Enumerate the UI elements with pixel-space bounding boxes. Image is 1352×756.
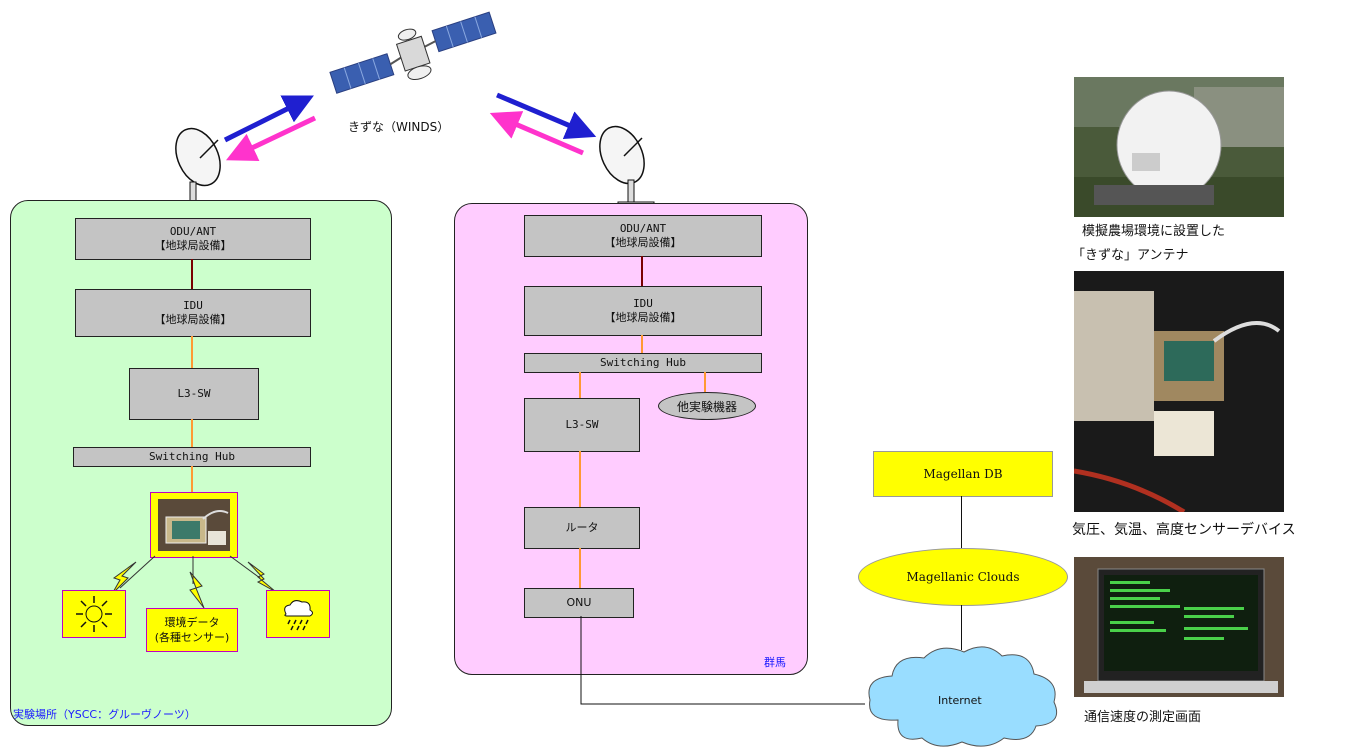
right-dish-antenna-icon xyxy=(599,125,655,208)
sun-sensor-box xyxy=(62,590,126,638)
device-link-lines xyxy=(119,555,261,589)
onu-internet-link xyxy=(580,616,865,705)
right-odu-idu-link xyxy=(641,256,643,286)
left-odu-line1: ODU/ANT xyxy=(169,225,217,238)
env-data-line2: (各種センサー) xyxy=(154,631,230,644)
sensor-caption: 気圧、気温、高度センサーデバイス xyxy=(1072,522,1296,538)
sensor-device-box xyxy=(150,492,238,558)
sensor-device-image xyxy=(158,499,230,551)
right-switching-hub-label: Switching Hub xyxy=(599,356,687,369)
right-switching-hub: Switching Hub xyxy=(524,353,762,373)
left-odu-box: ODU/ANT 【地球局設備】 xyxy=(75,218,311,260)
onu-box: ONU xyxy=(524,588,634,618)
db-clouds-link xyxy=(961,496,962,548)
uplink-arrow xyxy=(496,92,597,140)
uplink-arrow xyxy=(223,95,314,143)
right-idu-hub-link xyxy=(641,335,643,353)
left-l3sw-box: L3-SW xyxy=(129,368,259,420)
right-link-arrows xyxy=(489,92,597,156)
right-idu-line2: 【地球局設備】 xyxy=(604,311,682,324)
left-switching-hub-label: Switching Hub xyxy=(148,450,236,463)
right-l3sw-label: L3-SW xyxy=(565,418,599,431)
left-idu-l3-link xyxy=(191,336,193,368)
magellanic-clouds-label: Magellanic Clouds xyxy=(906,570,1020,584)
sensor-device-photo-image xyxy=(1074,271,1284,512)
sun-icon xyxy=(76,596,112,632)
left-l3-hub-link xyxy=(191,419,193,447)
left-odu-line2: 【地球局設備】 xyxy=(154,239,232,252)
right-idu-line1: IDU xyxy=(633,297,653,310)
right-odu-line1: ODU/ANT xyxy=(619,222,667,235)
antenna-caption-line1: 模擬農場環境に設置した xyxy=(1082,224,1226,239)
left-idu-line2: 【地球局設備】 xyxy=(154,313,232,326)
left-dish-antenna-icon xyxy=(171,127,221,210)
right-odu-box: ODU/ANT 【地球局設備】 xyxy=(524,215,762,257)
antenna-photo xyxy=(1074,77,1284,217)
left-location-label: 実験場所（YSCC：グルーヴノーツ） xyxy=(13,708,196,721)
left-link-arrows xyxy=(223,95,317,161)
antenna-caption-line2: 「きずな」アンテナ xyxy=(1072,248,1189,263)
satellite-label: きずな（WINDS） xyxy=(348,120,450,134)
right-l3-router-link xyxy=(579,451,581,507)
left-odu-idu-link xyxy=(191,259,193,289)
other-equipment-oval: 他実験機器 xyxy=(658,392,756,420)
router-box: ルータ xyxy=(524,507,640,549)
env-data-line1: 環境データ xyxy=(164,616,220,629)
speed-test-caption: 通信速度の測定画面 xyxy=(1084,710,1202,725)
speed-test-photo xyxy=(1074,557,1284,697)
clouds-internet-link xyxy=(961,605,962,650)
left-idu-box: IDU 【地球局設備】 xyxy=(75,289,311,337)
right-l3sw-box: L3-SW xyxy=(524,398,640,452)
right-location-label: 群馬 xyxy=(764,656,786,669)
left-l3sw-label: L3-SW xyxy=(177,387,211,400)
onu-label: ONU xyxy=(566,596,592,609)
right-router-onu-link xyxy=(579,548,581,588)
magellan-db-box: Magellan DB xyxy=(873,451,1053,497)
right-hub-other-link xyxy=(704,372,706,392)
environment-data-box: 環境データ (各種センサー) xyxy=(146,608,238,652)
left-hub-device-link xyxy=(191,466,193,492)
right-idu-box: IDU 【地球局設備】 xyxy=(524,286,762,336)
router-label: ルータ xyxy=(565,521,599,534)
left-idu-line1: IDU xyxy=(183,299,203,312)
antenna-photo-image xyxy=(1074,77,1284,217)
downlink-arrow xyxy=(489,111,584,156)
right-odu-line2: 【地球局設備】 xyxy=(604,236,682,249)
satellite-icon xyxy=(329,11,497,94)
speed-test-photo-image xyxy=(1074,557,1284,697)
internet-cloud-icon xyxy=(868,646,1058,747)
left-switching-hub: Switching Hub xyxy=(73,447,311,467)
magellan-db-label: Magellan DB xyxy=(923,467,1003,481)
downlink-arrow xyxy=(225,115,317,161)
internet-label: Internet xyxy=(938,694,982,707)
rain-sensor-box xyxy=(266,590,330,638)
other-equipment-label: 他実験機器 xyxy=(676,399,737,414)
right-hub-l3-link xyxy=(579,372,581,398)
rain-cloud-icon xyxy=(284,600,313,631)
magellanic-clouds-oval: Magellanic Clouds xyxy=(858,548,1068,606)
sensor-device-photo xyxy=(1074,271,1284,512)
